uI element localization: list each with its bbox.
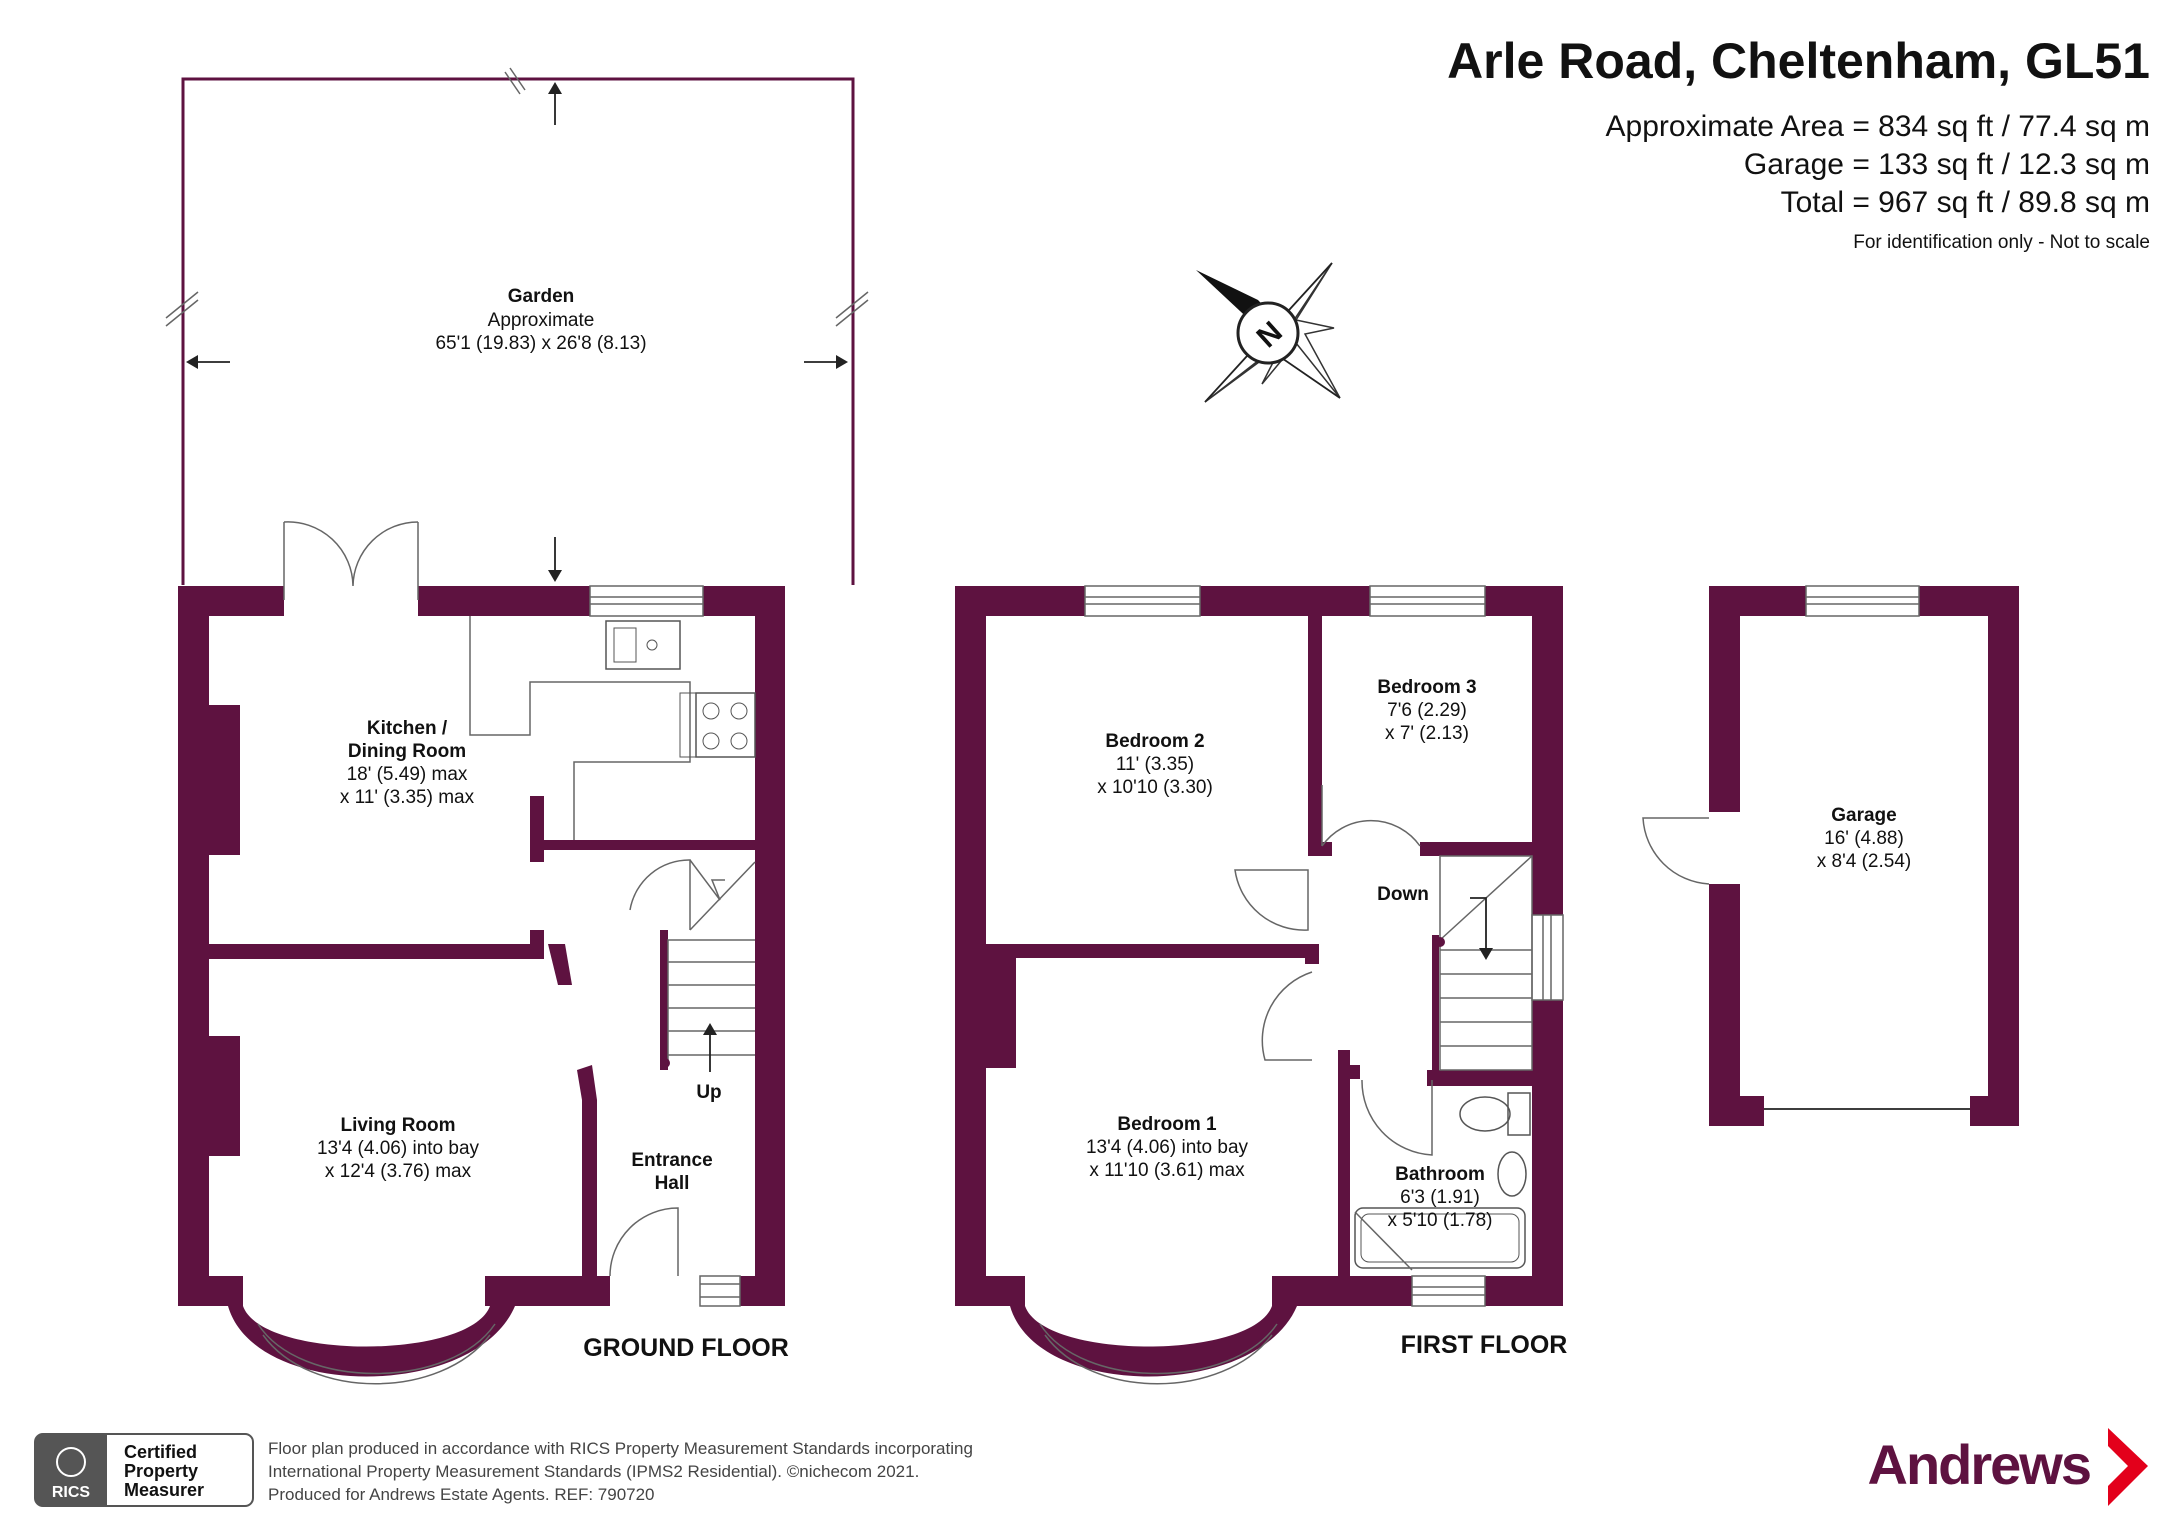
bedroom-1-dim-2: x 11'10 (3.61) max xyxy=(1089,1160,1245,1181)
brand-arrow-icon xyxy=(2108,1428,2148,1506)
garden-approx: Approximate xyxy=(488,310,595,331)
property-title: Arle Road, Cheltenham, GL51 xyxy=(1447,33,2150,89)
area-line-garage: Garage = 133 sq ft / 12.3 sq m xyxy=(1744,148,2150,181)
footer-text-3: Produced for Andrews Estate Agents. REF:… xyxy=(268,1485,655,1504)
bedroom-2-name: Bedroom 2 xyxy=(1105,731,1204,752)
area-line-approx: Approximate Area = 834 sq ft / 77.4 sq m xyxy=(1606,110,2150,143)
first-floor-label: FIRST FLOOR xyxy=(1401,1331,1568,1359)
badge-line-3: Measurer xyxy=(124,1480,204,1500)
bedroom-2-dim-1: 11' (3.35) xyxy=(1116,754,1194,775)
garage-plan: Garage 16' (4.88) x 8'4 (2.54) xyxy=(1642,585,2019,1126)
andrews-logo: Andrews xyxy=(1868,1428,2148,1506)
badge-line-1: Certified xyxy=(124,1442,197,1462)
ground-floor-plan: Kitchen / Dining Room 18' (5.49) max x 1… xyxy=(178,521,789,1385)
garden-area: Garden Approximate 65'1 (19.83) x 26'8 (… xyxy=(165,67,869,585)
bathroom-dim-2: x 5'10 (1.78) xyxy=(1387,1210,1492,1231)
living-room-name: Living Room xyxy=(340,1115,455,1136)
kitchen-dim-2: x 11' (3.35) max xyxy=(340,787,475,808)
bedroom-2-dim-2: x 10'10 (3.30) xyxy=(1097,777,1213,798)
stairs-up-label: Up xyxy=(696,1082,721,1103)
kitchen-name-1: Kitchen / xyxy=(367,718,448,739)
first-floor-plan: Bedroom 2 11' (3.35) x 10'10 (3.30) Bedr… xyxy=(955,585,1568,1385)
bedroom-3-dim-1: 7'6 (2.29) xyxy=(1387,700,1467,721)
area-line-total: Total = 967 sq ft / 89.8 sq m xyxy=(1781,186,2150,219)
stairs-down-label: Down xyxy=(1377,884,1429,905)
footer-text-2: International Property Measurement Stand… xyxy=(268,1462,919,1481)
garage-dim-1: 16' (4.88) xyxy=(1824,828,1904,849)
kitchen-name-2: Dining Room xyxy=(348,741,466,762)
rics-logo-text: RICS xyxy=(52,1484,91,1501)
garage-dim-2: x 8'4 (2.54) xyxy=(1817,851,1911,872)
garden-dims: 65'1 (19.83) x 26'8 (8.13) xyxy=(435,333,646,354)
bedroom-1-dim-1: 13'4 (4.06) into bay xyxy=(1086,1137,1249,1158)
ground-floor-label: GROUND FLOOR xyxy=(583,1334,789,1362)
bathroom-dim-1: 6'3 (1.91) xyxy=(1400,1187,1480,1208)
scale-disclaimer: For identification only - Not to scale xyxy=(1853,232,2150,253)
bedroom-3-dim-2: x 7' (2.13) xyxy=(1385,723,1469,744)
entrance-hall-name-1: Entrance xyxy=(631,1150,712,1171)
living-room-dim-1: 13'4 (4.06) into bay xyxy=(317,1138,480,1159)
garage-name: Garage xyxy=(1831,805,1896,826)
header: Arle Road, Cheltenham, GL51 Approximate … xyxy=(1447,33,2150,253)
kitchen-dim-1: 18' (5.49) max xyxy=(347,764,468,785)
garden-name: Garden xyxy=(508,286,575,307)
entrance-hall-name-2: Hall xyxy=(655,1173,690,1194)
living-room-dim-2: x 12'4 (3.76) max xyxy=(325,1161,472,1182)
compass-rose-icon: N xyxy=(1196,262,1341,403)
footer-text-1: Floor plan produced in accordance with R… xyxy=(268,1439,973,1458)
bedroom-1-name: Bedroom 1 xyxy=(1117,1114,1217,1135)
footer: RICS Certified Property Measurer Floor p… xyxy=(34,1428,2148,1507)
bathroom-name: Bathroom xyxy=(1395,1164,1485,1185)
badge-line-2: Property xyxy=(124,1461,198,1481)
rics-lion-icon xyxy=(56,1447,86,1477)
brand-name: Andrews xyxy=(1868,1433,2091,1496)
bedroom-3-name: Bedroom 3 xyxy=(1377,677,1476,698)
rics-badge: RICS Certified Property Measurer xyxy=(34,1433,254,1507)
